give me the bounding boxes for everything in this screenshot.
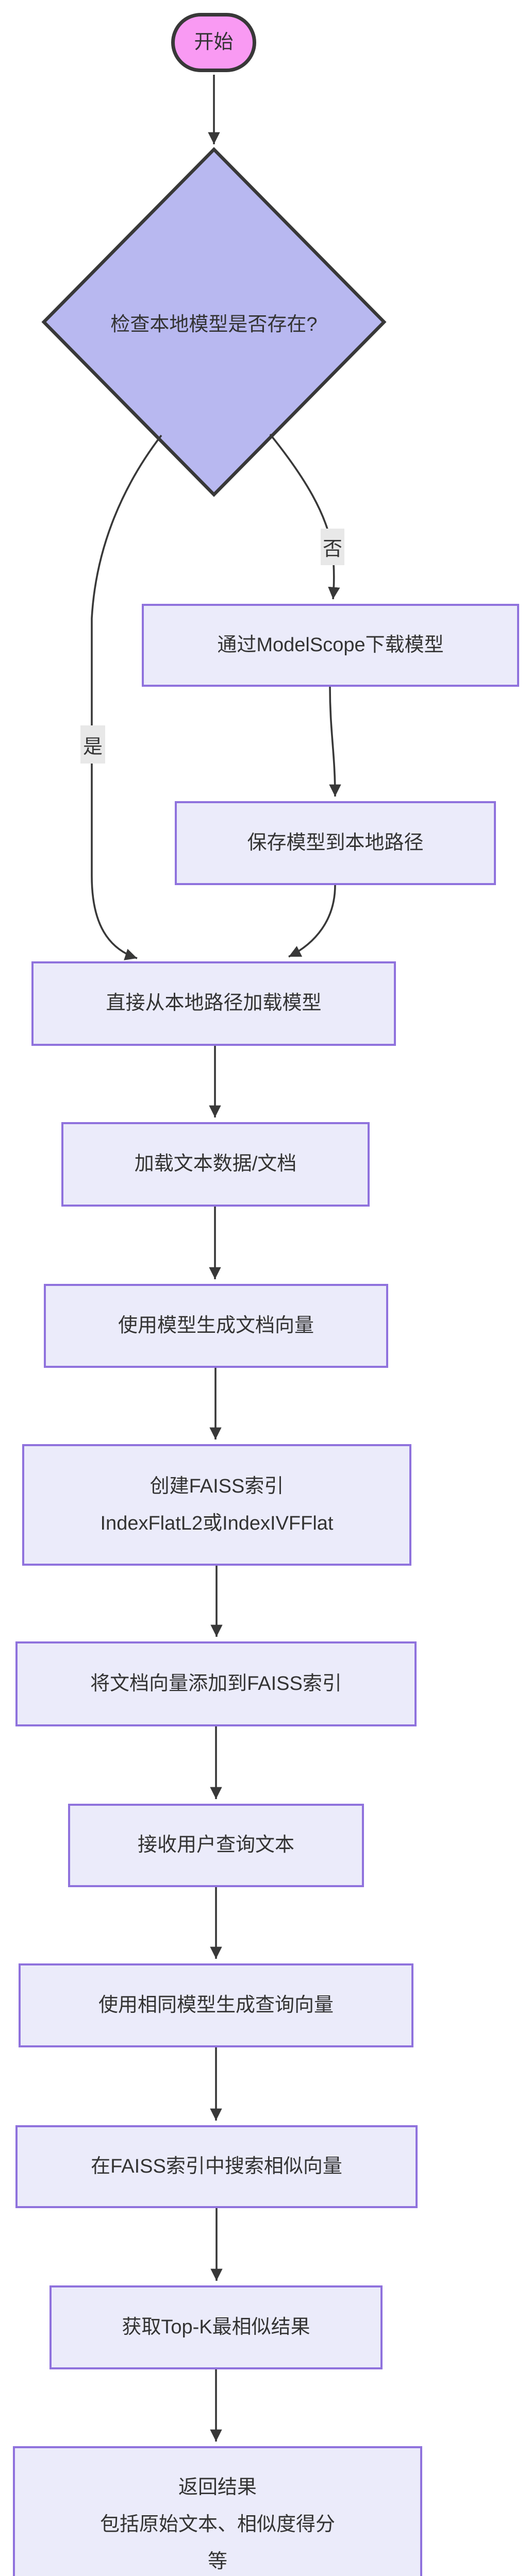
flow-node-receive-query: 接收用户查询文本: [68, 1804, 364, 1887]
edge-download-to-save: [329, 686, 341, 797]
flow-node-load-local-model: 直接从本地路径加载模型: [31, 961, 396, 1046]
edge-check-to-load-yes: [91, 434, 162, 960]
flow-node-search-similar: 在FAISS索引中搜索相似向量: [15, 2125, 418, 2208]
flow-node-load-docs: 加载文本数据/文档: [61, 1122, 370, 1207]
start-label: 开始: [194, 31, 234, 53]
edge-label-yes: 是: [80, 725, 105, 764]
flow-node-get-topk: 获取Top-K最相似结果: [49, 2285, 383, 2369]
check-label: 检查本地模型是否存在?: [110, 313, 318, 335]
flow-node-gen-doc-vectors: 使用模型生成文档向量: [44, 1284, 388, 1368]
flow-node-gen-query-vector: 使用相同模型生成查询向量: [19, 1963, 413, 2047]
decision-diamond-shape: [41, 147, 387, 497]
flow-node-download-model: 通过ModelScope下载模型: [142, 604, 519, 687]
flow-node-add-vectors-to-index: 将文档向量添加到FAISS索引: [15, 1641, 417, 1726]
flow-node-check-local-model: 检查本地模型是否存在?: [59, 301, 369, 343]
flow-node-save-model: 保存模型到本地路径: [175, 801, 496, 885]
edge-save-to-load: [288, 885, 336, 958]
edge-label-no: 否: [321, 529, 344, 565]
flow-node-create-faiss-index: 创建FAISS索引 IndexFlatL2或IndexIVFFlat: [22, 1444, 411, 1566]
flow-node-return-results: 返回结果 包括原始文本、相似度得分 等: [13, 2446, 422, 2576]
flow-node-start: 开始: [171, 13, 256, 72]
edge-check-to-download-no: [269, 433, 340, 600]
